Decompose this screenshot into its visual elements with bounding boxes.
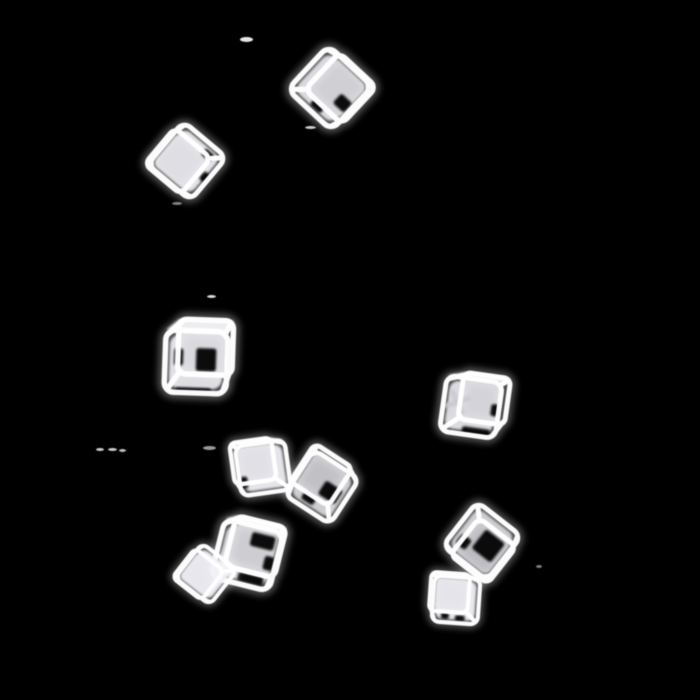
ice-cube-mid-right: [434, 366, 517, 444]
ice-cube-lower-right-large: [440, 499, 524, 588]
ice-speck: [108, 448, 117, 451]
ice-speck: [536, 565, 542, 568]
ice-cube-lower-right-small: [424, 567, 486, 630]
ice-cube-cluster-left: [224, 432, 296, 501]
ice-cube-mid-left: [157, 312, 241, 401]
ice-cube-top: [284, 42, 380, 134]
ice-speck: [172, 202, 182, 205]
ice-cube-cluster-right: [282, 440, 362, 527]
ice-speck: [240, 37, 253, 42]
ice-cube-lower-left-small: [169, 541, 239, 607]
ice-speck: [305, 126, 316, 129]
ice-speck: [207, 295, 216, 298]
ice-cube-upper-left: [141, 119, 229, 203]
ice-speck: [203, 446, 216, 450]
ice-speck: [96, 448, 104, 451]
ice-speck: [119, 449, 126, 452]
cubes-layer: [96, 37, 542, 630]
